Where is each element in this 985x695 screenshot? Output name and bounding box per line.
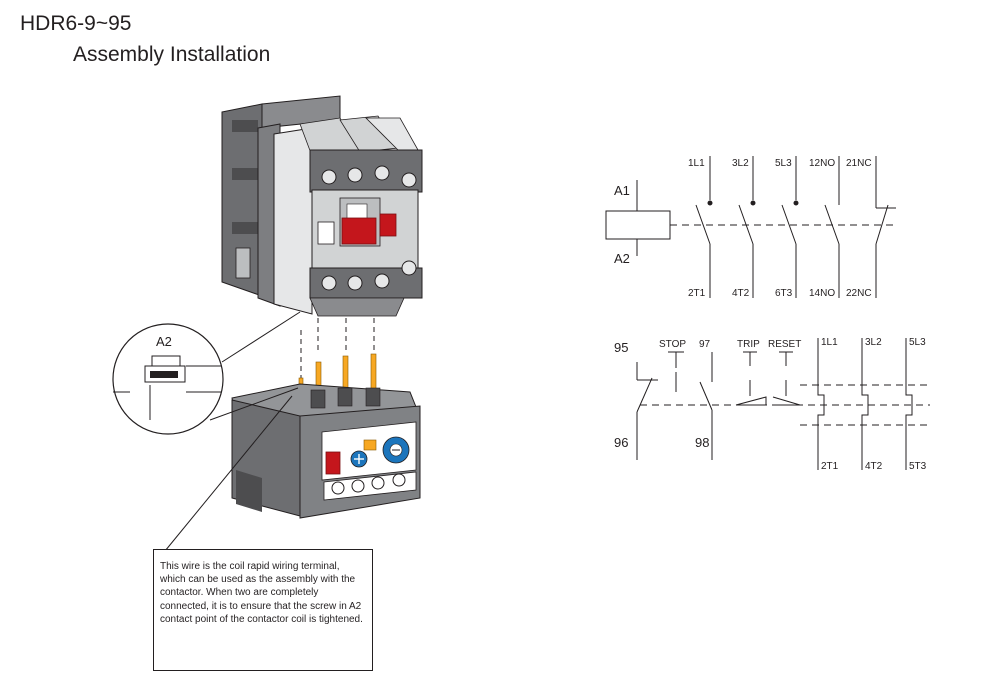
bottom-terminal-14NO: 14NO xyxy=(809,288,835,299)
relay-terminal-96: 96 xyxy=(614,435,628,450)
top-terminal-5L3: 5L3 xyxy=(775,158,792,169)
top-terminal-12NO: 12NO xyxy=(809,158,835,169)
contactor-schematic: A1 A2 1L1 3L2 5L3 12NO 21NC 2T1 4T2 6 xyxy=(605,156,898,299)
bottom-terminal-6T3: 6T3 xyxy=(775,288,793,299)
relay-top-1L1: 1L1 xyxy=(821,337,838,348)
bottom-terminal-22NC: 22NC xyxy=(846,288,872,299)
relay-top-5L3: 5L3 xyxy=(909,337,926,348)
trip-label: TRIP xyxy=(737,339,760,350)
coil-bottom-label: A2 xyxy=(614,251,630,266)
note-leader-line xyxy=(164,395,293,552)
contactor xyxy=(221,95,423,317)
coil-top-label: A1 xyxy=(614,183,630,198)
top-terminal-1L1: 1L1 xyxy=(688,158,705,169)
relay-top-3L2: 3L2 xyxy=(865,337,882,348)
bottom-terminal-2T1: 2T1 xyxy=(688,288,706,299)
relay-terminal-97: 97 xyxy=(699,339,711,350)
relay-bottom-5T3: 5T3 xyxy=(909,461,927,472)
top-terminal-21NC: 21NC xyxy=(846,158,872,169)
alignment-guides xyxy=(300,318,375,378)
relay-schematic: 95 96 STOP 97 98 TRIP RESET xyxy=(614,337,930,472)
product-title: HDR6-9~95 xyxy=(20,12,132,35)
relay-terminal-95: 95 xyxy=(614,340,628,355)
reset-label: RESET xyxy=(768,339,801,350)
callout-label: A2 xyxy=(156,334,172,349)
section-title: Assembly Installation xyxy=(73,43,271,66)
stop-label: STOP xyxy=(659,339,686,350)
relay-terminal-98: 98 xyxy=(695,435,709,450)
thermal-relay xyxy=(231,353,421,519)
installation-note: This wire is the coil rapid wiring termi… xyxy=(153,549,373,671)
a2-detail-callout: A2 xyxy=(112,311,301,435)
top-terminal-3L2: 3L2 xyxy=(732,158,749,169)
relay-bottom-4T2: 4T2 xyxy=(865,461,883,472)
relay-bottom-2T1: 2T1 xyxy=(821,461,839,472)
bottom-terminal-4T2: 4T2 xyxy=(732,288,750,299)
